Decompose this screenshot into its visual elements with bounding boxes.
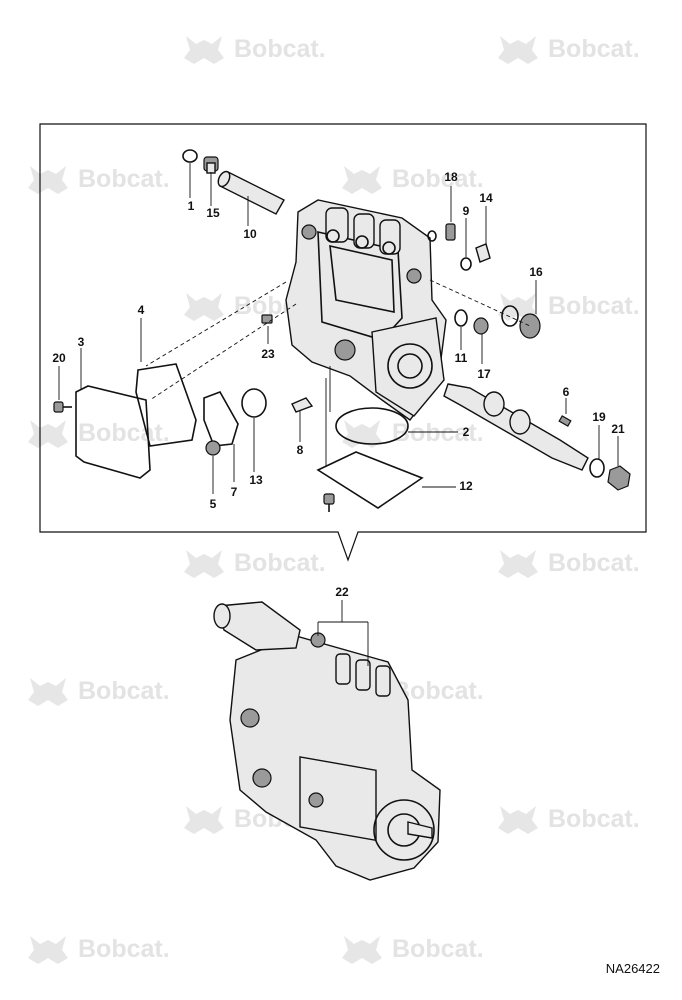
watermark: Bobcat. <box>28 165 170 194</box>
bobcat-logo-icon <box>28 678 68 706</box>
watermark: Bobcat. <box>184 35 326 64</box>
bobcat-logo-icon <box>28 166 68 194</box>
watermark-text: Bobcat. <box>548 805 640 833</box>
watermark-text: Bobcat. <box>78 677 170 705</box>
leader-lines <box>58 163 619 494</box>
watermark: Bobcat. <box>342 935 484 964</box>
callout-5: 5 <box>210 497 217 511</box>
watermark: Bobcat. <box>342 165 484 194</box>
callout-17: 17 <box>477 367 491 381</box>
callout-2: 2 <box>463 425 470 439</box>
callout-9: 9 <box>463 204 470 218</box>
callout-4: 4 <box>138 303 145 317</box>
watermark-text: Bobcat. <box>78 165 170 193</box>
bobcat-logo-icon <box>342 936 382 964</box>
watermark-text: Bobcat. <box>392 165 484 193</box>
watermark: Bobcat. <box>28 935 170 964</box>
callout-22: 22 <box>335 585 349 599</box>
part-key-6 <box>558 415 572 427</box>
assembled-injection-pump <box>213 600 441 881</box>
watermark-text: Bobcat. <box>234 549 326 577</box>
watermark: Bobcat. <box>498 292 640 321</box>
bobcat-logo-icon <box>184 806 224 834</box>
bobcat-logo-icon <box>28 420 68 448</box>
part-stud-8 <box>291 397 314 413</box>
watermark-text: Bobcat. <box>392 935 484 963</box>
watermark-text: Bobcat. <box>78 935 170 963</box>
watermark: Bobcat. <box>498 805 640 834</box>
part-screw-12 <box>323 493 335 512</box>
part-screw-14 <box>475 243 491 263</box>
watermark-text: Bobcat. <box>548 35 640 63</box>
part-gasket-4 <box>135 363 197 447</box>
part-o-ring-13 <box>241 388 267 418</box>
bobcat-logo-icon <box>184 36 224 64</box>
callout-20: 20 <box>52 351 66 365</box>
part-tube-10 <box>217 170 285 215</box>
callout-16: 16 <box>529 265 543 279</box>
part-o-ring-9b <box>427 230 437 242</box>
callout-1: 1 <box>188 199 195 213</box>
callout-12: 12 <box>459 479 473 493</box>
part-plug-16 <box>501 305 541 339</box>
watermark: Bobcat. <box>28 677 170 706</box>
watermark-text: Bobcat. <box>78 419 170 447</box>
watermark: Bobcat. <box>28 419 170 448</box>
watermark-text: Bobcat. <box>234 35 326 63</box>
part-gasket-2 <box>335 407 409 445</box>
part-key-23 <box>261 314 273 324</box>
callout-8: 8 <box>297 443 304 457</box>
part-camshaft <box>443 383 589 471</box>
part-fitting-15 <box>203 156 219 174</box>
callout-labels: 1 15 10 18 9 14 16 4 3 20 23 11 17 6 8 13 2 19 21 57 12 22 <box>52 170 625 599</box>
exploded-view-frame <box>39 123 647 562</box>
bobcat-logo-icon <box>498 806 538 834</box>
watermark: Bobcat. <box>498 549 640 578</box>
part-cover-12 <box>316 451 424 509</box>
callout-23: 23 <box>261 347 275 361</box>
part-nut-5 <box>205 440 221 456</box>
watermark-text: Bobcat. <box>548 292 640 320</box>
bobcat-logo-icon <box>184 550 224 578</box>
callout-21: 21 <box>611 422 625 436</box>
pump-housing <box>285 199 447 421</box>
bobcat-logo-icon <box>184 293 224 321</box>
reference-number: NA26422 <box>605 961 660 976</box>
bobcat-logo-icon <box>342 166 382 194</box>
callout-10: 10 <box>243 227 257 241</box>
part-cover-3 <box>75 385 151 479</box>
watermark: Bobcat. <box>498 35 640 64</box>
bobcat-logo-icon <box>498 36 538 64</box>
watermark-text: Bobcat. <box>548 549 640 577</box>
callout-11: 11 <box>455 351 468 365</box>
callout-7: 7 <box>231 485 238 499</box>
callout-14: 14 <box>479 191 493 205</box>
part-o-ring-11 <box>454 309 468 327</box>
part-bolt-20 <box>53 401 72 413</box>
part-nut-21 <box>607 465 631 491</box>
part-plate-7 <box>203 391 239 447</box>
bobcat-logo-icon <box>498 550 538 578</box>
callout-13: 13 <box>249 473 263 487</box>
part-plug-18 <box>445 223 456 241</box>
callout-6: 6 <box>563 385 570 399</box>
bobcat-logo-icon <box>28 936 68 964</box>
part-washer-19 <box>589 458 605 478</box>
part-plug-17 <box>473 317 489 335</box>
callout-18: 18 <box>444 170 458 184</box>
callout-3: 3 <box>78 335 85 349</box>
callout-19: 19 <box>592 410 606 424</box>
watermark: Bobcat. <box>184 549 326 578</box>
callout-15: 15 <box>206 206 220 220</box>
part-o-ring-9 <box>460 257 472 271</box>
part-o-ring-1 <box>182 149 198 163</box>
